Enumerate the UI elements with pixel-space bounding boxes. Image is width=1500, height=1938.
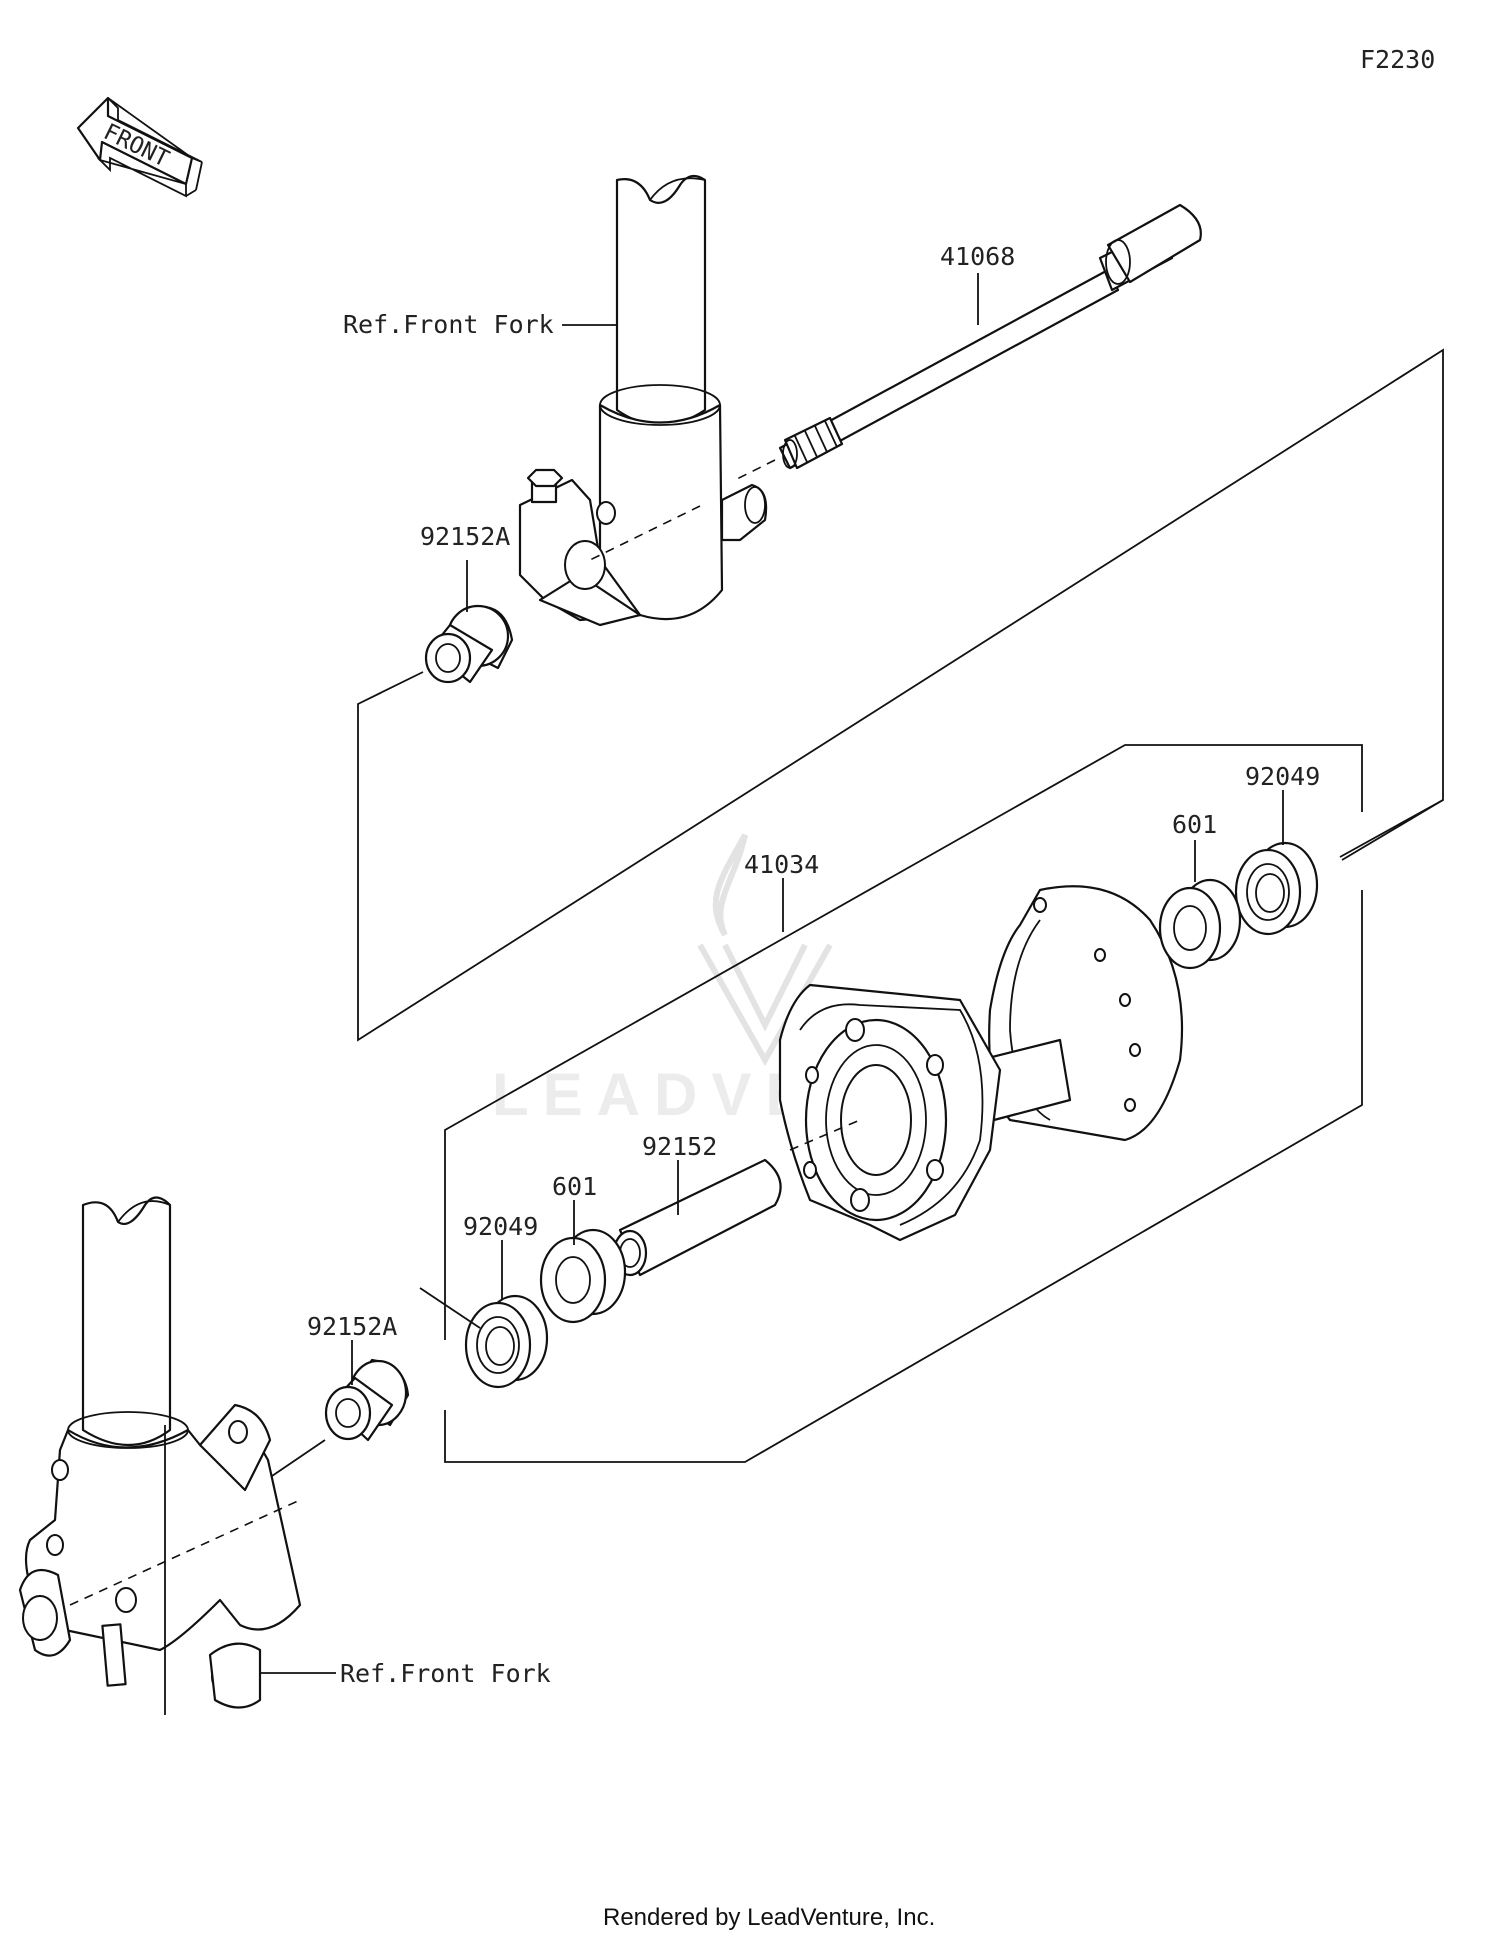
collar-92152a-upper — [424, 604, 514, 684]
upper-front-fork-leg — [518, 174, 768, 627]
front-direction-arrow: FRONT — [76, 96, 203, 198]
assembly-bracket-lines — [271, 348, 1444, 1477]
footer-rendered-by: Rendered by LeadVenture, Inc. — [603, 1904, 935, 1931]
callout-41034: 41034 — [744, 850, 819, 879]
callout-ref-front-fork-top: Ref.Front Fork — [343, 310, 554, 339]
lower-front-fork-leg — [18, 1196, 302, 1715]
callout-41068: 41068 — [940, 242, 1015, 271]
oil-seal-92049-right — [1234, 841, 1319, 936]
front-hub-41034 — [778, 885, 1184, 1242]
leader-lines — [260, 273, 1284, 1674]
ball-bearing-601-right — [1158, 878, 1242, 970]
callout-92049-left: 92049 — [463, 1212, 538, 1241]
callout-601-left: 601 — [552, 1172, 597, 1201]
callout-92152a-upper: 92152A — [420, 522, 510, 551]
front-axle-41068 — [734, 203, 1202, 481]
callout-92152a-lower: 92152A — [307, 1312, 397, 1341]
ball-bearing-601-left — [539, 1228, 627, 1324]
callout-601-right: 601 — [1172, 810, 1217, 839]
diagram-code: F2230 — [1360, 45, 1435, 74]
callout-92049-right: 92049 — [1245, 762, 1320, 791]
collar-92152a-lower — [324, 1358, 410, 1442]
distance-collar-92152 — [612, 1158, 782, 1277]
oil-seal-92049-left — [464, 1294, 549, 1389]
callout-ref-front-fork-bottom: Ref.Front Fork — [340, 1659, 551, 1688]
callout-92152: 92152 — [642, 1132, 717, 1161]
